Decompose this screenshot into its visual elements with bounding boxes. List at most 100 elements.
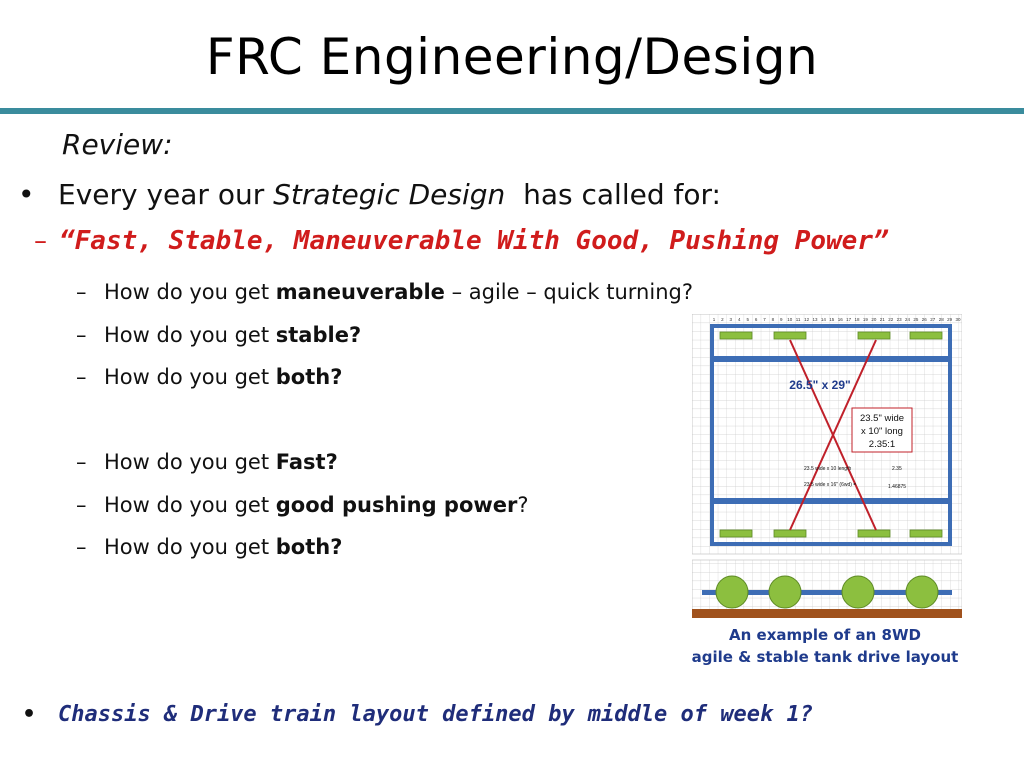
question-prefix: How do you get — [104, 365, 276, 389]
question-pushing-power: –How do you get good pushing power? — [76, 493, 529, 517]
slide-title: FRC Engineering/Design — [205, 28, 819, 86]
grid-number: 15 — [829, 317, 835, 322]
requirements-quote: –“Fast, Stable, Maneuverable With Good, … — [34, 226, 889, 256]
bullet-text-after: has called for: — [505, 178, 721, 211]
grid-number: 9 — [780, 317, 783, 322]
grid-number: 1 — [713, 317, 716, 322]
question-keyword: both? — [275, 365, 343, 389]
grid-number: 6 — [755, 317, 758, 322]
dash-icon: – — [76, 493, 87, 517]
chassis-frame — [710, 324, 952, 546]
bullet-strategic-design: • Every year our Strategic Design has cal… — [18, 178, 721, 211]
grid-number: 10 — [787, 317, 793, 322]
rear-cross-member — [712, 498, 950, 504]
question-prefix: How do you get — [104, 493, 276, 517]
grid-background — [692, 314, 962, 555]
bullet-dot-icon: • — [18, 178, 35, 211]
wheel-rear-right-inner — [857, 529, 891, 538]
grid-number: 29 — [947, 317, 953, 322]
ratio-box-line-1: 23.5" wide — [860, 413, 904, 424]
question-prefix: How do you get — [104, 535, 276, 559]
question-keyword: good pushing power — [275, 493, 518, 517]
grid-number: 19 — [863, 317, 869, 322]
wheel-front-left-inner — [773, 331, 807, 340]
ground-strip — [692, 609, 962, 618]
question-suffix: – agile – quick turning? — [444, 280, 693, 304]
grid-number: 24 — [905, 317, 911, 322]
wheel-front-right-inner — [857, 331, 891, 340]
question-keyword: maneuverable — [275, 280, 445, 304]
question-keyword: stable? — [275, 323, 362, 347]
grid-number: 17 — [846, 317, 852, 322]
front-cross-member — [712, 356, 950, 362]
dash-icon: – — [76, 323, 87, 347]
grid-number: 23 — [897, 317, 903, 322]
caption-line-1: An example of an 8WD — [729, 626, 921, 644]
diagonal-line-2 — [789, 339, 877, 531]
wheel-front-left-outer — [719, 331, 753, 340]
bullet-chassis-layout: • Chassis & Drive train layout defined by… — [22, 702, 813, 727]
last-bullet-text: Chassis & Drive train layout defined by … — [58, 702, 813, 727]
dash-icon: – — [34, 226, 47, 256]
grid-number: 8 — [772, 317, 775, 322]
grid-number: 25 — [913, 317, 919, 322]
grid-number: 20 — [871, 317, 877, 322]
wheel-rear-left-inner — [773, 529, 807, 538]
grid-number: 27 — [930, 317, 936, 322]
question-both-2: –How do you get both? — [76, 535, 342, 559]
grid-number: 5 — [746, 317, 749, 322]
small-calc-line-2: 23.5 wide x 16" (6wd) = — [804, 482, 856, 488]
bullet-text-italic: Strategic Design — [273, 178, 506, 211]
question-prefix: How do you get — [104, 450, 276, 474]
question-stable: –How do you get stable? — [76, 323, 361, 347]
grid-number: 26 — [922, 317, 928, 322]
wheel-rear-right-outer — [909, 529, 943, 538]
side-wheel-2 — [768, 575, 802, 609]
grid-number: 30 — [955, 317, 961, 322]
grid-number: 21 — [880, 317, 886, 322]
grid-number: 16 — [838, 317, 844, 322]
question-keyword: both? — [275, 535, 343, 559]
question-prefix: How do you get — [104, 280, 276, 304]
grid-number: 13 — [812, 317, 818, 322]
grid-number: 4 — [738, 317, 741, 322]
grid-number: 2 — [721, 317, 724, 322]
bullet-dot-icon: • — [22, 702, 37, 727]
ratio-box-line-3: 2.35:1 — [869, 439, 895, 450]
grid-number: 12 — [804, 317, 810, 322]
small-calc-value-1: 2.35 — [892, 466, 902, 472]
grid-number: 28 — [939, 317, 945, 322]
dash-icon: – — [76, 535, 87, 559]
question-keyword: Fast? — [275, 450, 338, 474]
small-calc-line-1: 23.5 wide x 10 length — [804, 466, 851, 472]
grid-number: 14 — [821, 317, 827, 322]
grid-number: 18 — [854, 317, 860, 322]
ratio-box-line-2: x 10" long — [861, 426, 903, 437]
dash-icon: – — [76, 450, 87, 474]
review-label: Review: — [62, 128, 173, 161]
grid-number: 3 — [730, 317, 733, 322]
grid-number: 7 — [763, 317, 766, 322]
diagram-caption: An example of an 8WD agile & stable tank… — [680, 624, 970, 668]
chassis-size-label: 26.5" x 29" — [789, 378, 850, 392]
wheel-rear-left-outer — [719, 529, 753, 538]
dash-icon: – — [76, 280, 87, 304]
question-suffix: ? — [517, 493, 529, 517]
question-fast: –How do you get Fast? — [76, 450, 338, 474]
question-maneuverable: –How do you get maneuverable – agile – q… — [76, 280, 693, 304]
bullet-text-before: Every year our — [58, 178, 274, 211]
side-wheel-3 — [841, 575, 875, 609]
side-view-frame-rail — [702, 590, 952, 595]
grid-number: 11 — [796, 317, 801, 322]
quote-text: “Fast, Stable, Maneuverable With Good, P… — [59, 226, 889, 256]
side-wheel-4 — [905, 575, 939, 609]
grid-number: 22 — [888, 317, 894, 322]
wheel-front-right-outer — [909, 331, 943, 340]
question-prefix: How do you get — [104, 323, 276, 347]
ratio-box — [851, 407, 913, 453]
small-calc-value-2: 1.46875 — [888, 484, 906, 490]
title-divider — [0, 108, 1024, 114]
caption-line-2: agile & stable tank drive layout — [691, 648, 959, 666]
